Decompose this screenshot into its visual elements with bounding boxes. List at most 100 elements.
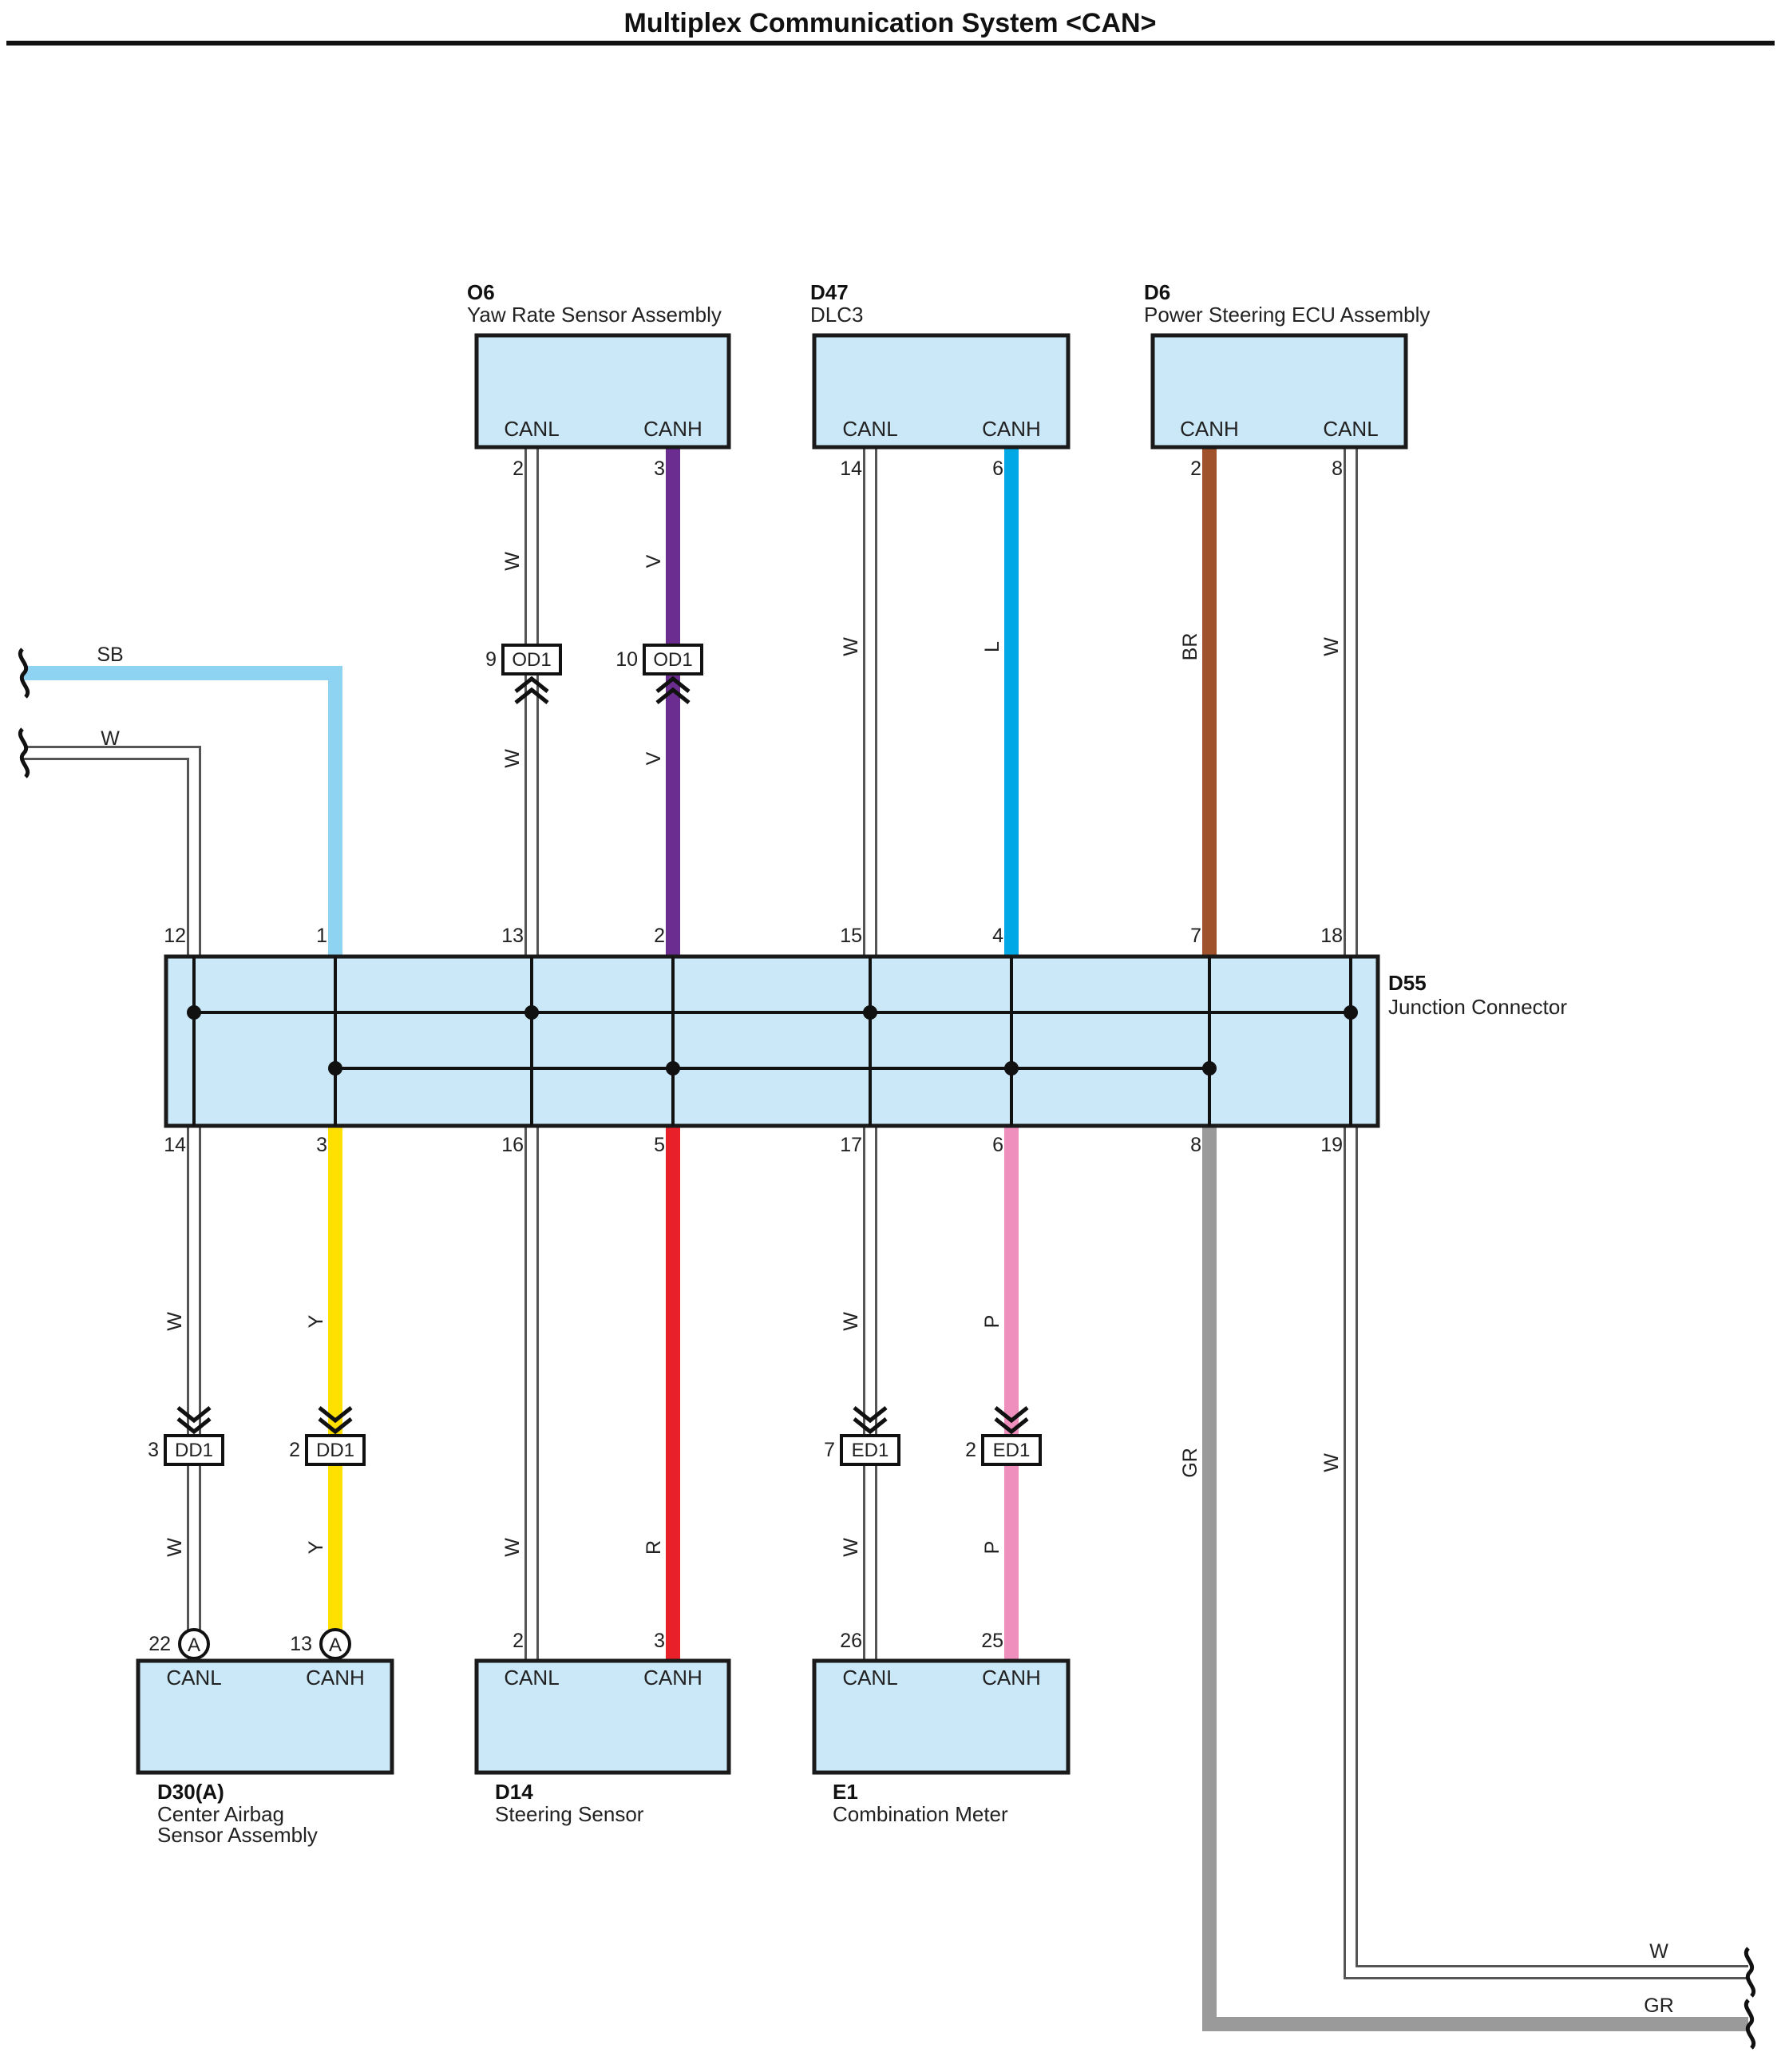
connector-arrow-icon [318, 1406, 353, 1435]
wire-color-label: Y [305, 1314, 327, 1328]
terminal-label: CANH [982, 1666, 1041, 1690]
component-code: D14 [495, 1780, 533, 1804]
break-symbol-w-right [1744, 1947, 1755, 1998]
connector-ed1-a: 7 ED1 [824, 1406, 900, 1466]
pin-number: 14 [840, 458, 862, 480]
component-box [474, 333, 731, 450]
component-o6: O6 Yaw Rate Sensor Assembly CANL CANH [467, 280, 731, 450]
pin-number: 15 [840, 925, 862, 947]
wire-color-label: W [101, 727, 120, 750]
wire-color-label: SB [97, 644, 123, 666]
terminal-label: CANL [504, 1666, 559, 1690]
pin-number: 1 [316, 925, 327, 947]
connector-ed1-b: 2 ED1 [965, 1406, 1042, 1466]
splice-dot [1202, 1061, 1217, 1076]
break-symbol-sb [18, 648, 30, 699]
pin-number: 18 [1320, 925, 1343, 947]
wire-color-label: P [981, 1541, 1003, 1555]
connector-arrow-icon [994, 1406, 1029, 1435]
connector-arrow-icon [176, 1406, 212, 1435]
connector-arrow-icon [853, 1406, 888, 1435]
component-box [812, 1658, 1071, 1775]
pin-number: 2 [513, 1630, 524, 1652]
terminal-label: CANH [982, 417, 1041, 441]
junction-connector-d55: D55 Junction Connector [164, 954, 1567, 1128]
terminal-label: CANL [842, 1666, 897, 1690]
pin-number: 22 [148, 1633, 171, 1655]
connector-pin: 2 [289, 1439, 300, 1461]
connector-pin: 9 [485, 648, 497, 671]
component-name: Power Steering ECU Assembly [1144, 303, 1430, 327]
pin-number: 25 [981, 1630, 1003, 1652]
connector-arrow-icon [655, 675, 691, 704]
splice-dot [187, 1005, 201, 1020]
connector-box [305, 1434, 366, 1466]
splice-dot [1004, 1061, 1019, 1076]
component-name: Yaw Rate Sensor Assembly [467, 303, 722, 327]
wire-color-label: W [840, 637, 862, 656]
pin-number: 2 [654, 925, 665, 947]
terminal-label: CANH [1180, 417, 1239, 441]
terminal-label: CANL [842, 417, 897, 441]
wire-w19 [1344, 1126, 1748, 1979]
wire-color-label: BR [1179, 633, 1201, 661]
splice-dot [524, 1005, 539, 1020]
pin-number: 26 [840, 1630, 862, 1652]
pin-number: 8 [1190, 1134, 1201, 1156]
component-d30: 22 A 13 A CANL CANH D30(A) Center Airbag… [136, 1628, 394, 1847]
component-d6: D6 Power Steering ECU Assembly CANH CANL [1144, 280, 1430, 450]
pin-number: 6 [992, 1134, 1003, 1156]
connector-arrow-icon [514, 675, 549, 704]
pin-number: 5 [654, 1134, 665, 1156]
break-symbol-w-left [18, 727, 30, 778]
wire-color-label: W [1320, 1453, 1343, 1472]
pin-number: 12 [164, 925, 186, 947]
connector-pin: 2 [965, 1439, 976, 1461]
component-name: Combination Meter [833, 1802, 1008, 1826]
component-code: O6 [467, 280, 495, 304]
junction-bottom-pins: 14 3 16 5 17 6 8 19 [164, 1134, 1343, 1156]
component-box [136, 1658, 394, 1775]
connector-name: ED1 [852, 1440, 889, 1461]
junction-top-pins: 12 1 13 2 15 4 7 18 [164, 925, 1343, 947]
wire-color-label: W [1320, 637, 1343, 656]
component-code: D47 [810, 280, 849, 304]
connector-box [981, 1434, 1042, 1466]
break-symbol-gr-right [1744, 1999, 1755, 2050]
connector-marker [319, 1628, 351, 1660]
wire-color-label: W [501, 749, 524, 768]
pin-number: 16 [501, 1134, 524, 1156]
splice-dot [328, 1061, 342, 1076]
wire-color-label: W [840, 1312, 862, 1331]
component-name: Center Airbag [157, 1802, 284, 1826]
pin-number: 17 [840, 1134, 862, 1156]
connector-name: OD1 [653, 649, 692, 671]
connector-pin: 7 [824, 1439, 835, 1461]
terminal-label: CANL [504, 417, 559, 441]
component-name: Junction Connector [1388, 995, 1567, 1019]
connector-od1-a: 9 OD1 [485, 644, 562, 704]
splice-dot [666, 1061, 680, 1076]
connector-marker-label: A [329, 1634, 342, 1656]
connector-dd1-b: 2 DD1 [289, 1406, 366, 1466]
pin-number: 4 [992, 925, 1003, 947]
junction-box [164, 954, 1380, 1128]
terminal-label: CANH [643, 417, 703, 441]
wire-color-label: W [840, 1538, 862, 1557]
connector-pin: 3 [148, 1439, 159, 1461]
connector-od1-b: 10 OD1 [615, 644, 703, 704]
splice-dot [1344, 1005, 1358, 1020]
pin-number: 3 [654, 1630, 665, 1652]
component-name: Steering Sensor [495, 1802, 644, 1826]
pin-number: 8 [1332, 458, 1343, 480]
connector-name: DD1 [316, 1440, 354, 1461]
component-name: DLC3 [810, 303, 863, 327]
connector-marker [178, 1628, 210, 1660]
wire-color-label: W [501, 1538, 524, 1557]
component-e1: 26 25 CANL CANH E1 Combination Meter [812, 1630, 1071, 1826]
component-d47: D47 DLC3 CANL CANH [810, 280, 1071, 450]
pin-number: 2 [513, 458, 524, 480]
connector-dd1-a: 3 DD1 [148, 1406, 224, 1466]
splice-dots [187, 1005, 1358, 1076]
